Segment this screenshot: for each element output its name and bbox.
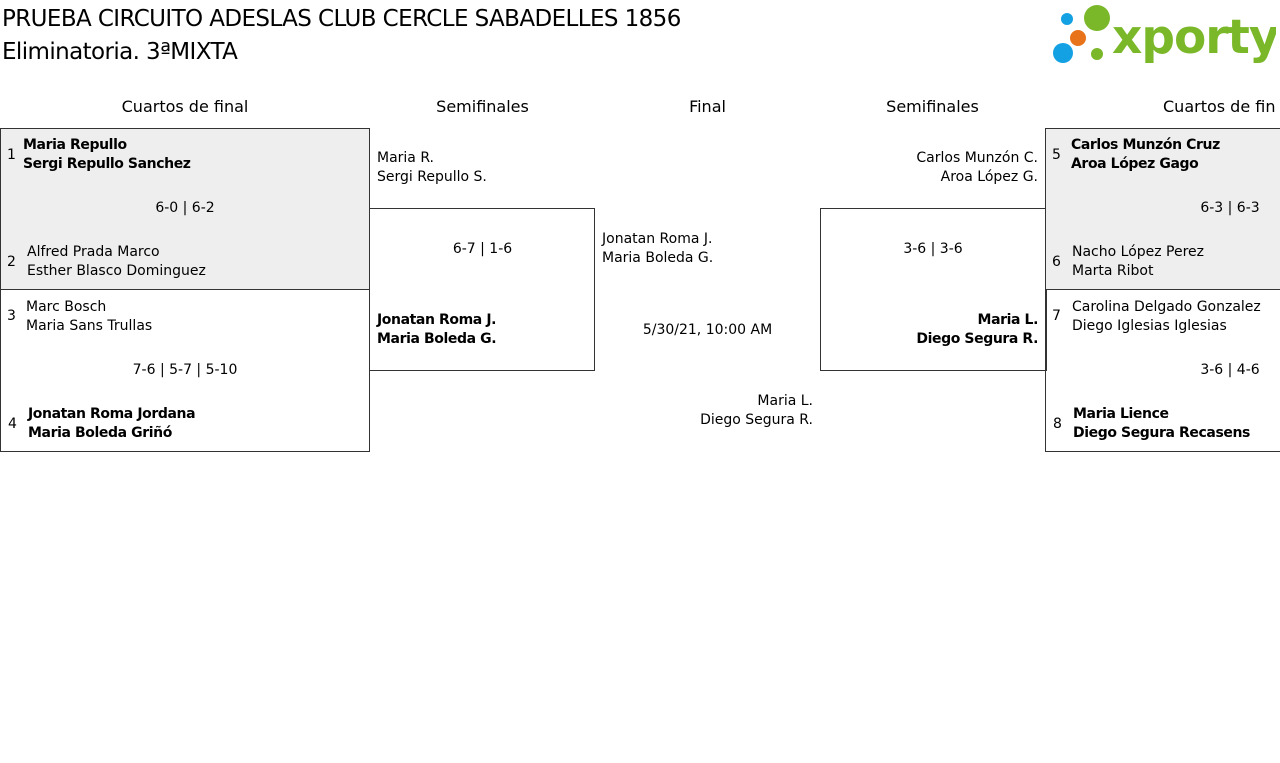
- tournament-title: PRUEBA CIRCUITO ADESLAS CLUB CERCLE SABA…: [2, 6, 681, 32]
- seed-number: 8: [1053, 416, 1062, 432]
- logo-green-dot: [1084, 5, 1110, 31]
- team-sf-right-top: Carlos Munzón C. Aroa López G.: [916, 150, 1038, 185]
- team-sf-left-top: Maria R. Sergi Repullo S.: [377, 150, 487, 185]
- round-header-right-quarterfinals: Cuartos de fin: [1163, 97, 1276, 116]
- match-score: 6-7 | 1-6: [452, 241, 513, 257]
- team-qf1-bottom: Alfred Prada Marco Esther Blasco Domingu…: [27, 244, 206, 279]
- logo-wordmark: xporty: [1112, 10, 1276, 65]
- logo-blue-dot: [1053, 43, 1073, 63]
- logo-green-small-dot: [1091, 48, 1103, 60]
- seed-number: 3: [7, 308, 16, 324]
- round-header-left-semifinals: Semifinales: [436, 97, 529, 116]
- seed-number: 6: [1052, 254, 1061, 270]
- round-header-left-quarterfinals: Cuartos de final: [121, 97, 249, 116]
- team-final-top: Jonatan Roma J. Maria Boleda G.: [602, 231, 714, 266]
- final-datetime: 5/30/21, 10:00 AM: [642, 322, 773, 338]
- xporty-logo: xporty: [1050, 4, 1280, 66]
- logo-orange-dot: [1070, 30, 1086, 46]
- match-score: 7-6 | 5-7 | 5-10: [132, 362, 238, 378]
- match-box-qf-right-bottom: [1045, 289, 1280, 452]
- match-score: 6-3 | 6-3: [1200, 200, 1260, 216]
- team-qf2-bottom: Jonatan Roma Jordana Maria Boleda Griñó: [28, 406, 196, 441]
- seed-number: 5: [1052, 147, 1061, 163]
- team-final-bottom: Maria L. Diego Segura R.: [700, 393, 813, 428]
- seed-number: 1: [7, 147, 16, 163]
- match-box-qf-left-top: [0, 128, 370, 290]
- team-qf4-bottom: Maria Lience Diego Segura Recasens: [1073, 406, 1250, 441]
- match-box-sf-left: [369, 208, 595, 371]
- draw-title: Eliminatoria. 3ªMIXTA: [2, 39, 238, 65]
- logo-small-blue-dot: [1061, 13, 1073, 25]
- match-score: 3-6 | 4-6: [1200, 362, 1260, 378]
- match-score: 6-0 | 6-2: [155, 200, 215, 216]
- team-qf1-top: Maria Repullo Sergi Repullo Sanchez: [23, 137, 191, 172]
- page-title: PRUEBA CIRCUITO ADESLAS CLUB CERCLE SABA…: [2, 3, 681, 69]
- team-qf2-top: Marc Bosch Maria Sans Trullas: [26, 299, 153, 334]
- match-score: 3-6 | 3-6: [903, 241, 963, 257]
- match-box-qf-right-top: [1045, 128, 1280, 290]
- round-header-final: Final: [689, 97, 726, 116]
- team-qf3-top: Carlos Munzón Cruz Aroa López Gago: [1071, 137, 1220, 172]
- team-qf4-top: Carolina Delgado Gonzalez Diego Iglesias…: [1072, 299, 1261, 334]
- seed-number: 4: [8, 416, 17, 432]
- team-qf3-bottom: Nacho López Perez Marta Ribot: [1072, 244, 1205, 279]
- round-header-right-semifinals: Semifinales: [886, 97, 979, 116]
- seed-number: 2: [7, 254, 16, 270]
- seed-number: 7: [1052, 308, 1061, 324]
- team-sf-left-bottom: Jonatan Roma J. Maria Boleda G.: [377, 312, 497, 347]
- team-sf-right-bottom: Maria L. Diego Segura R.: [916, 312, 1038, 347]
